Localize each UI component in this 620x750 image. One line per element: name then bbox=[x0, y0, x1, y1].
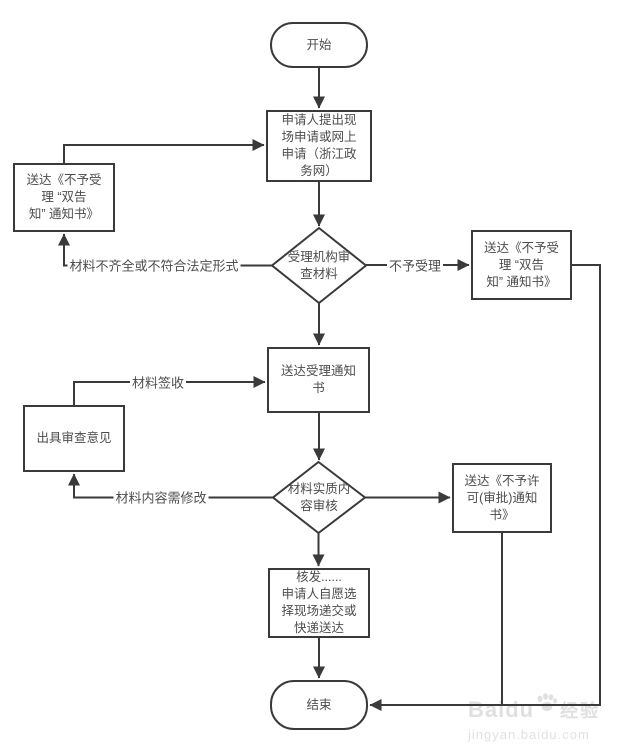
deny-permit-notice-label: 送达《不予许 可(审批)通知 书》 bbox=[464, 473, 540, 522]
edge-opinion-to-acceptance bbox=[73, 376, 266, 405]
start-node: 开始 bbox=[270, 22, 368, 68]
apply-node-label: 申请人提出现 场申请或网上 申请（浙江政 务网） bbox=[281, 113, 357, 178]
edge-rejectleft-to-apply bbox=[63, 139, 265, 163]
reject-notice-right-label: 送达《不予受 理 “双告 知” 通知书》 bbox=[483, 240, 559, 289]
edge-label-materials-incomplete: 材料不齐全或不符合法定形式 bbox=[67, 255, 241, 275]
baidu-experience-watermark: Baidu 经验 jingyan.baidu.com bbox=[468, 693, 600, 742]
watermark-url-text: jingyan.baidu.com bbox=[468, 727, 590, 742]
issue-opinion-label: 出具审查意见 bbox=[36, 431, 112, 445]
deny-permit-notice-node: 送达《不予许 可(审批)通知 书》 bbox=[452, 463, 552, 533]
acceptance-notice-label: 送达受理通知 书 bbox=[280, 364, 356, 395]
acceptance-notice-node: 送达受理通知 书 bbox=[267, 347, 370, 413]
issue-opinion-node: 出具审查意见 bbox=[23, 405, 125, 472]
edge-label-materials-signed: 材料签收 bbox=[129, 372, 187, 392]
start-node-label: 开始 bbox=[306, 37, 332, 52]
end-node-label: 结束 bbox=[306, 697, 332, 712]
decision-substance-review-label: 材料实质内 容审核 bbox=[287, 481, 351, 513]
edge-label-not-accepted: 不予受理 bbox=[386, 255, 444, 275]
reject-notice-right-node: 送达《不予受 理 “双告 知” 通知书》 bbox=[471, 230, 572, 300]
decision-review-materials-label: 受理机构审 查材料 bbox=[287, 249, 351, 281]
edge-rejectright-to-end bbox=[369, 264, 601, 711]
decision-substance-review-shape bbox=[271, 460, 367, 535]
issue-result-label: 核发...... 申请人自愿选 择现场递交或 快递送达 bbox=[281, 570, 357, 635]
decision-review-materials: 受理机构审 查材料 bbox=[272, 228, 366, 303]
decision-substance-review: 材料实质内 容审核 bbox=[273, 462, 365, 533]
reject-notice-left-node: 送达《不予受 理 “双告 知” 通知书》 bbox=[13, 163, 115, 232]
end-node: 结束 bbox=[270, 680, 368, 730]
apply-node: 申请人提出现 场申请或网上 申请（浙江政 务网） bbox=[266, 110, 372, 182]
issue-result-node: 核发...... 申请人自愿选 择现场递交或 快递送达 bbox=[268, 568, 370, 638]
edge-label-content-needs-revision: 材料内容需修改 bbox=[113, 487, 209, 507]
decision-review-materials-shape bbox=[270, 226, 368, 305]
watermark-brand-text: Baidu bbox=[468, 696, 535, 722]
reject-notice-left-label: 送达《不予受 理 “双告 知” 通知书》 bbox=[26, 173, 102, 221]
